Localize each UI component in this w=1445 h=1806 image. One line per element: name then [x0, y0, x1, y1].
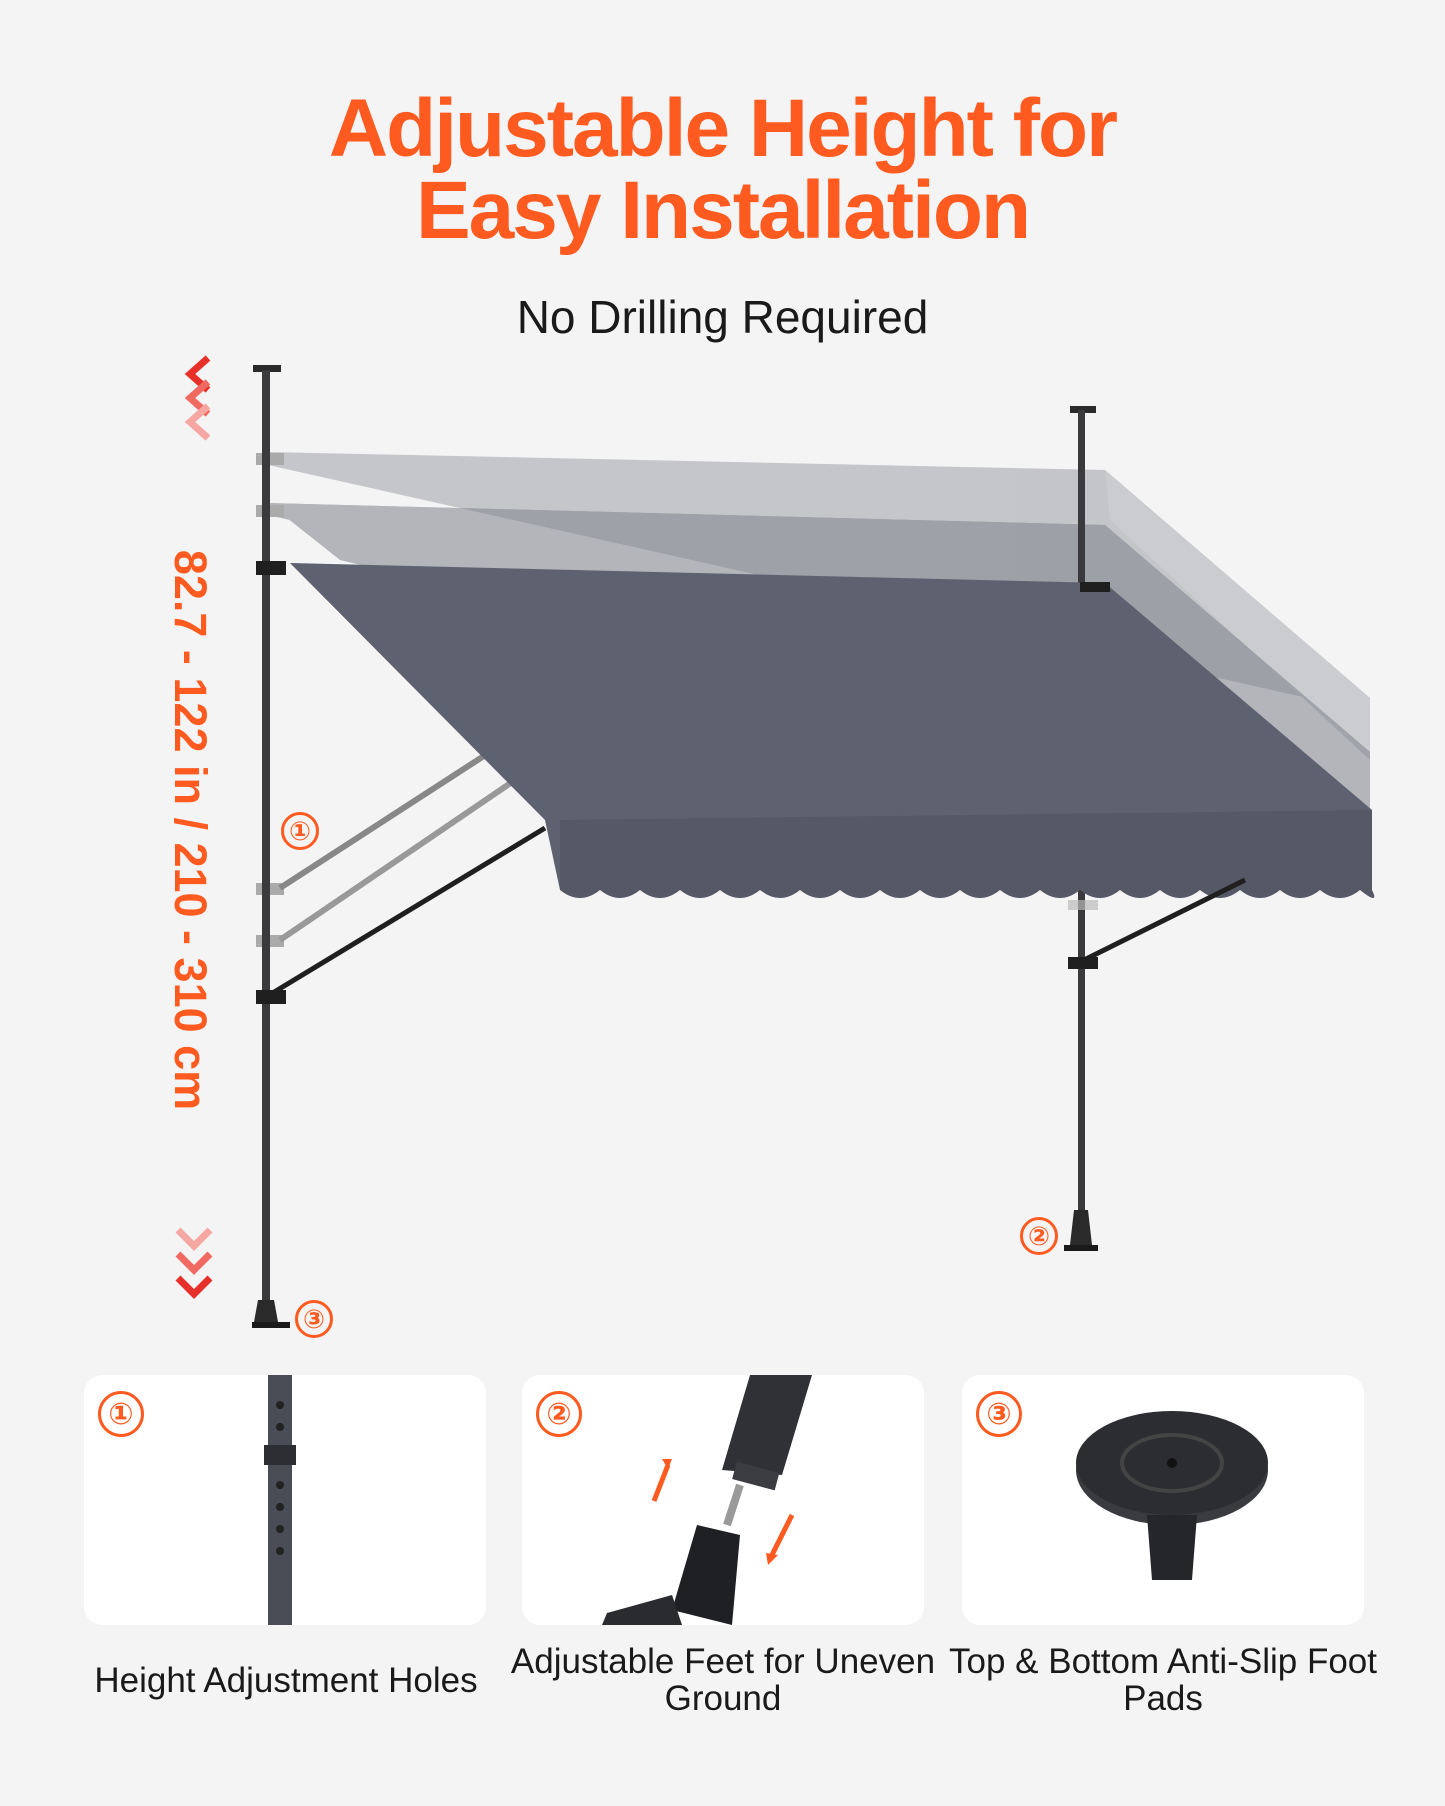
valance-scallop — [560, 880, 1375, 898]
feature-caption-height-holes: Height Adjustment Holes — [94, 1661, 478, 1700]
ghost-support-arm — [278, 777, 517, 943]
title-line-1: Adjustable Height for — [328, 83, 1118, 174]
support-arm-right — [1078, 877, 1247, 965]
feature-card-foot-pads: ③ — [962, 1375, 1364, 1625]
feature-caption-foot-pads: Top & Bottom Anti-Slip Foot Pads — [949, 1642, 1377, 1718]
height-range-label: 82.7 - 122 in / 210 - 310 cm — [165, 549, 216, 1111]
subtitle: No Drilling Required — [516, 291, 929, 343]
height-holes-image — [264, 1375, 296, 1625]
feature-card-height-holes: ① — [84, 1375, 486, 1625]
chevron-up-icon — [184, 355, 211, 441]
support-arm-left — [264, 825, 547, 1000]
title-line-2: Easy Installation — [415, 165, 1031, 256]
page-title: Adjustable Height for Easy Installation — [0, 88, 1445, 252]
right-pole — [1064, 406, 1098, 1251]
feature-number-1: ① — [98, 1391, 144, 1437]
callout-two: ② — [1020, 1217, 1058, 1255]
adjustable-feet-image — [602, 1375, 812, 1625]
feature-number-3: ③ — [976, 1391, 1022, 1437]
feature-caption-adjustable-feet: Adjustable Feet for Uneven Ground — [510, 1642, 936, 1718]
feature-card-adjustable-feet: ② — [522, 1375, 924, 1625]
main-canopy — [256, 561, 1375, 898]
awning-illustration — [175, 355, 1375, 1328]
ghost-support-arm — [278, 749, 492, 891]
foot-pad-image — [1076, 1411, 1268, 1580]
callout-one: ① — [281, 812, 319, 850]
chevron-down-icon — [175, 1227, 213, 1299]
callout-three: ③ — [295, 1300, 333, 1338]
feature-number-2: ② — [536, 1391, 582, 1437]
left-pole — [252, 365, 290, 1328]
